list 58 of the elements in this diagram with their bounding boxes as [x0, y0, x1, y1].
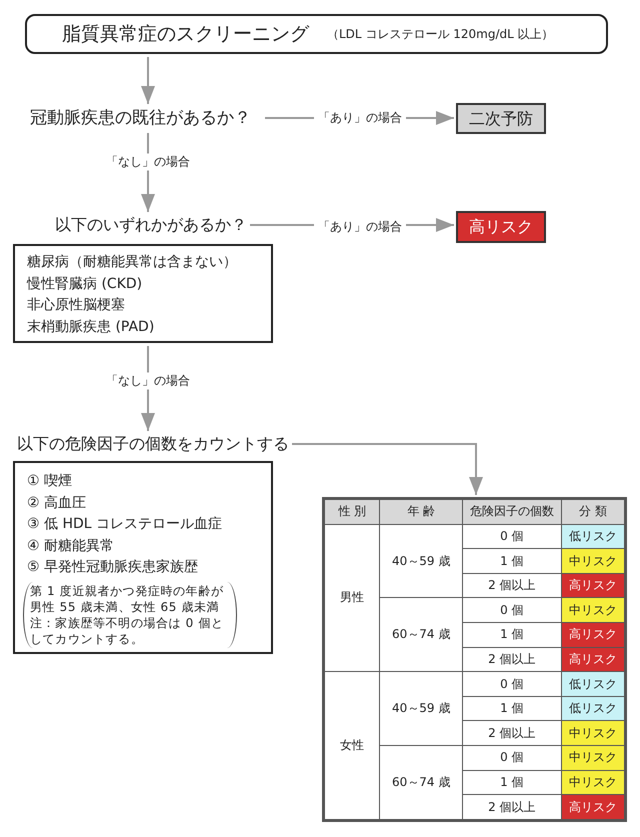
table-cell: 0 個 [462, 746, 562, 770]
list-item: ④ 耐糖能異常 [27, 536, 116, 556]
risk-cell: 高リスク [561, 794, 624, 820]
subtitle-text: （LDL コレステロール 120mg/dL 以上） [327, 26, 554, 42]
table-cell: 2 個以上 [462, 647, 562, 672]
table-cell: 1 個 [462, 696, 562, 721]
list-item: ② 高血圧 [27, 494, 88, 512]
list-item: 糖尿病（耐糖能異常は含まない） [27, 253, 238, 272]
table-cell: 2 個以上 [462, 794, 562, 820]
table-cell: 2 個以上 [462, 720, 562, 746]
risk-cell: 高リスク [561, 573, 624, 598]
outcome-box: 高リスク [456, 211, 546, 243]
table-cell: 60～74 歳 [380, 598, 462, 672]
table-cell: 1 個 [462, 622, 562, 648]
arrow [292, 443, 483, 495]
table-cell: 1 個 [462, 770, 562, 795]
question-text: 以下のいずれかがあるか？ [55, 214, 247, 236]
title-text: 脂質異常症のスクリーニング [62, 22, 309, 47]
title-box [25, 14, 608, 54]
list-item: ① 喫煙 [27, 472, 74, 491]
edge-label: 「あり」の場合 [314, 110, 406, 126]
risk-cell: 低リスク [561, 696, 624, 721]
header-cell: 性 別 [324, 500, 380, 524]
risk-cell: 低リスク [561, 524, 624, 549]
risk-cell: 中リスク [561, 548, 624, 574]
outcome-box: 二次予防 [456, 103, 546, 134]
header-cell: 分 類 [561, 500, 624, 524]
table-cell: 40～59 歳 [380, 672, 462, 746]
table-cell: 60～74 歳 [380, 746, 462, 820]
risk-cell: 中リスク [561, 720, 624, 746]
header-cell: 年 齢 [380, 500, 462, 524]
table-cell: 女性 [324, 672, 380, 820]
list-item: 非心原性脳梗塞 [27, 296, 126, 315]
note-text: 第 1 度近親者かつ発症時の年齢が男性 55 歳未満、女性 65 歳未満 [30, 582, 224, 614]
list-item: ③ 低 HDL コレステロール血症 [27, 515, 224, 534]
arrow [141, 57, 155, 104]
question-text: 冠動脈疾患の既往があるか？ [30, 106, 262, 130]
table-cell: 0 個 [462, 598, 562, 623]
table-cell: 0 個 [462, 672, 562, 696]
risk-cell: 低リスク [561, 672, 624, 696]
list-item: ⑤ 早発性冠動脈疾患家族歴 [27, 558, 200, 577]
risk-cell: 中リスク [561, 746, 624, 770]
table-cell: 0 個 [462, 524, 562, 549]
table-cell: 1 個 [462, 548, 562, 574]
edge-label: 「あり」の場合 [314, 218, 406, 236]
risk-cell: 中リスク [561, 770, 624, 795]
list-item: 慢性腎臓病 (CKD) [27, 274, 144, 294]
table-cell: 40～59 歳 [380, 524, 462, 598]
header-cell: 危険因子の個数 [462, 500, 562, 524]
table-cell: 男性 [324, 524, 380, 672]
note-text: 注：家族歴等不明の場合は 0 個としてカウントする。 [30, 614, 224, 646]
list-item: 末梢動脈疾患 (PAD) [27, 318, 156, 336]
risk-cell: 中リスク [561, 598, 624, 623]
table-cell: 2 個以上 [462, 573, 562, 598]
risk-cell: 高リスク [561, 647, 624, 672]
risk-cell: 高リスク [561, 622, 624, 648]
question-text: 以下の危険因子の個数をカウントする [17, 433, 289, 455]
risk-table [322, 497, 627, 822]
